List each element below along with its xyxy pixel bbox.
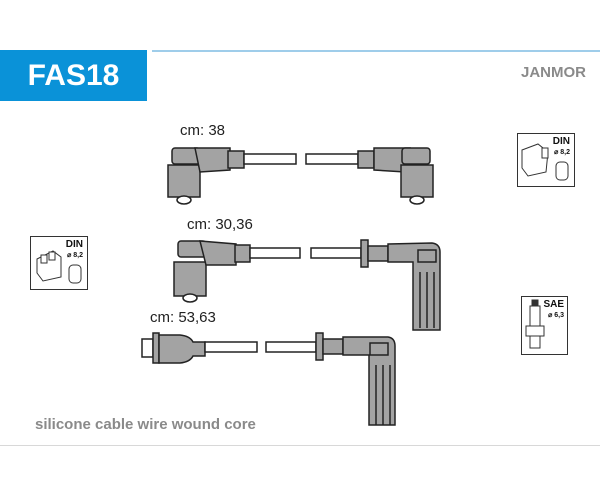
footer-divider	[0, 445, 600, 446]
diameter-label: ⌀ 8,2	[554, 149, 570, 156]
distributor-din-badge-left: DIN ⌀ 8,2	[30, 236, 88, 290]
brand-name: JANMOR	[520, 64, 586, 81]
product-code: FAS18	[0, 50, 147, 101]
sae-label: SAE	[543, 299, 564, 310]
cable-3-length: cm: 53,63	[150, 309, 216, 326]
spark-plug-icon	[525, 299, 545, 349]
cable-3	[141, 332, 396, 426]
distributor-din-badge-right: DIN ⌀ 8,2	[517, 133, 575, 187]
cable-1	[167, 147, 434, 205]
din-label: DIN	[65, 239, 83, 250]
header-divider	[152, 50, 600, 52]
diameter-label: ⌀ 6,3	[548, 312, 564, 319]
cable-2-length: cm: 30,36	[187, 216, 253, 233]
distributor-cap-icon	[521, 143, 569, 181]
distributor-cap-icon	[36, 250, 82, 284]
spark-plug-sae-badge: SAE ⌀ 6,3	[521, 296, 568, 355]
cable-2	[173, 239, 441, 331]
din-label: DIN	[552, 136, 570, 147]
diameter-label: ⌀ 8,2	[67, 252, 83, 259]
cable-1-length: cm: 38	[180, 122, 226, 139]
product-description: silicone cable wire wound core	[35, 416, 256, 433]
